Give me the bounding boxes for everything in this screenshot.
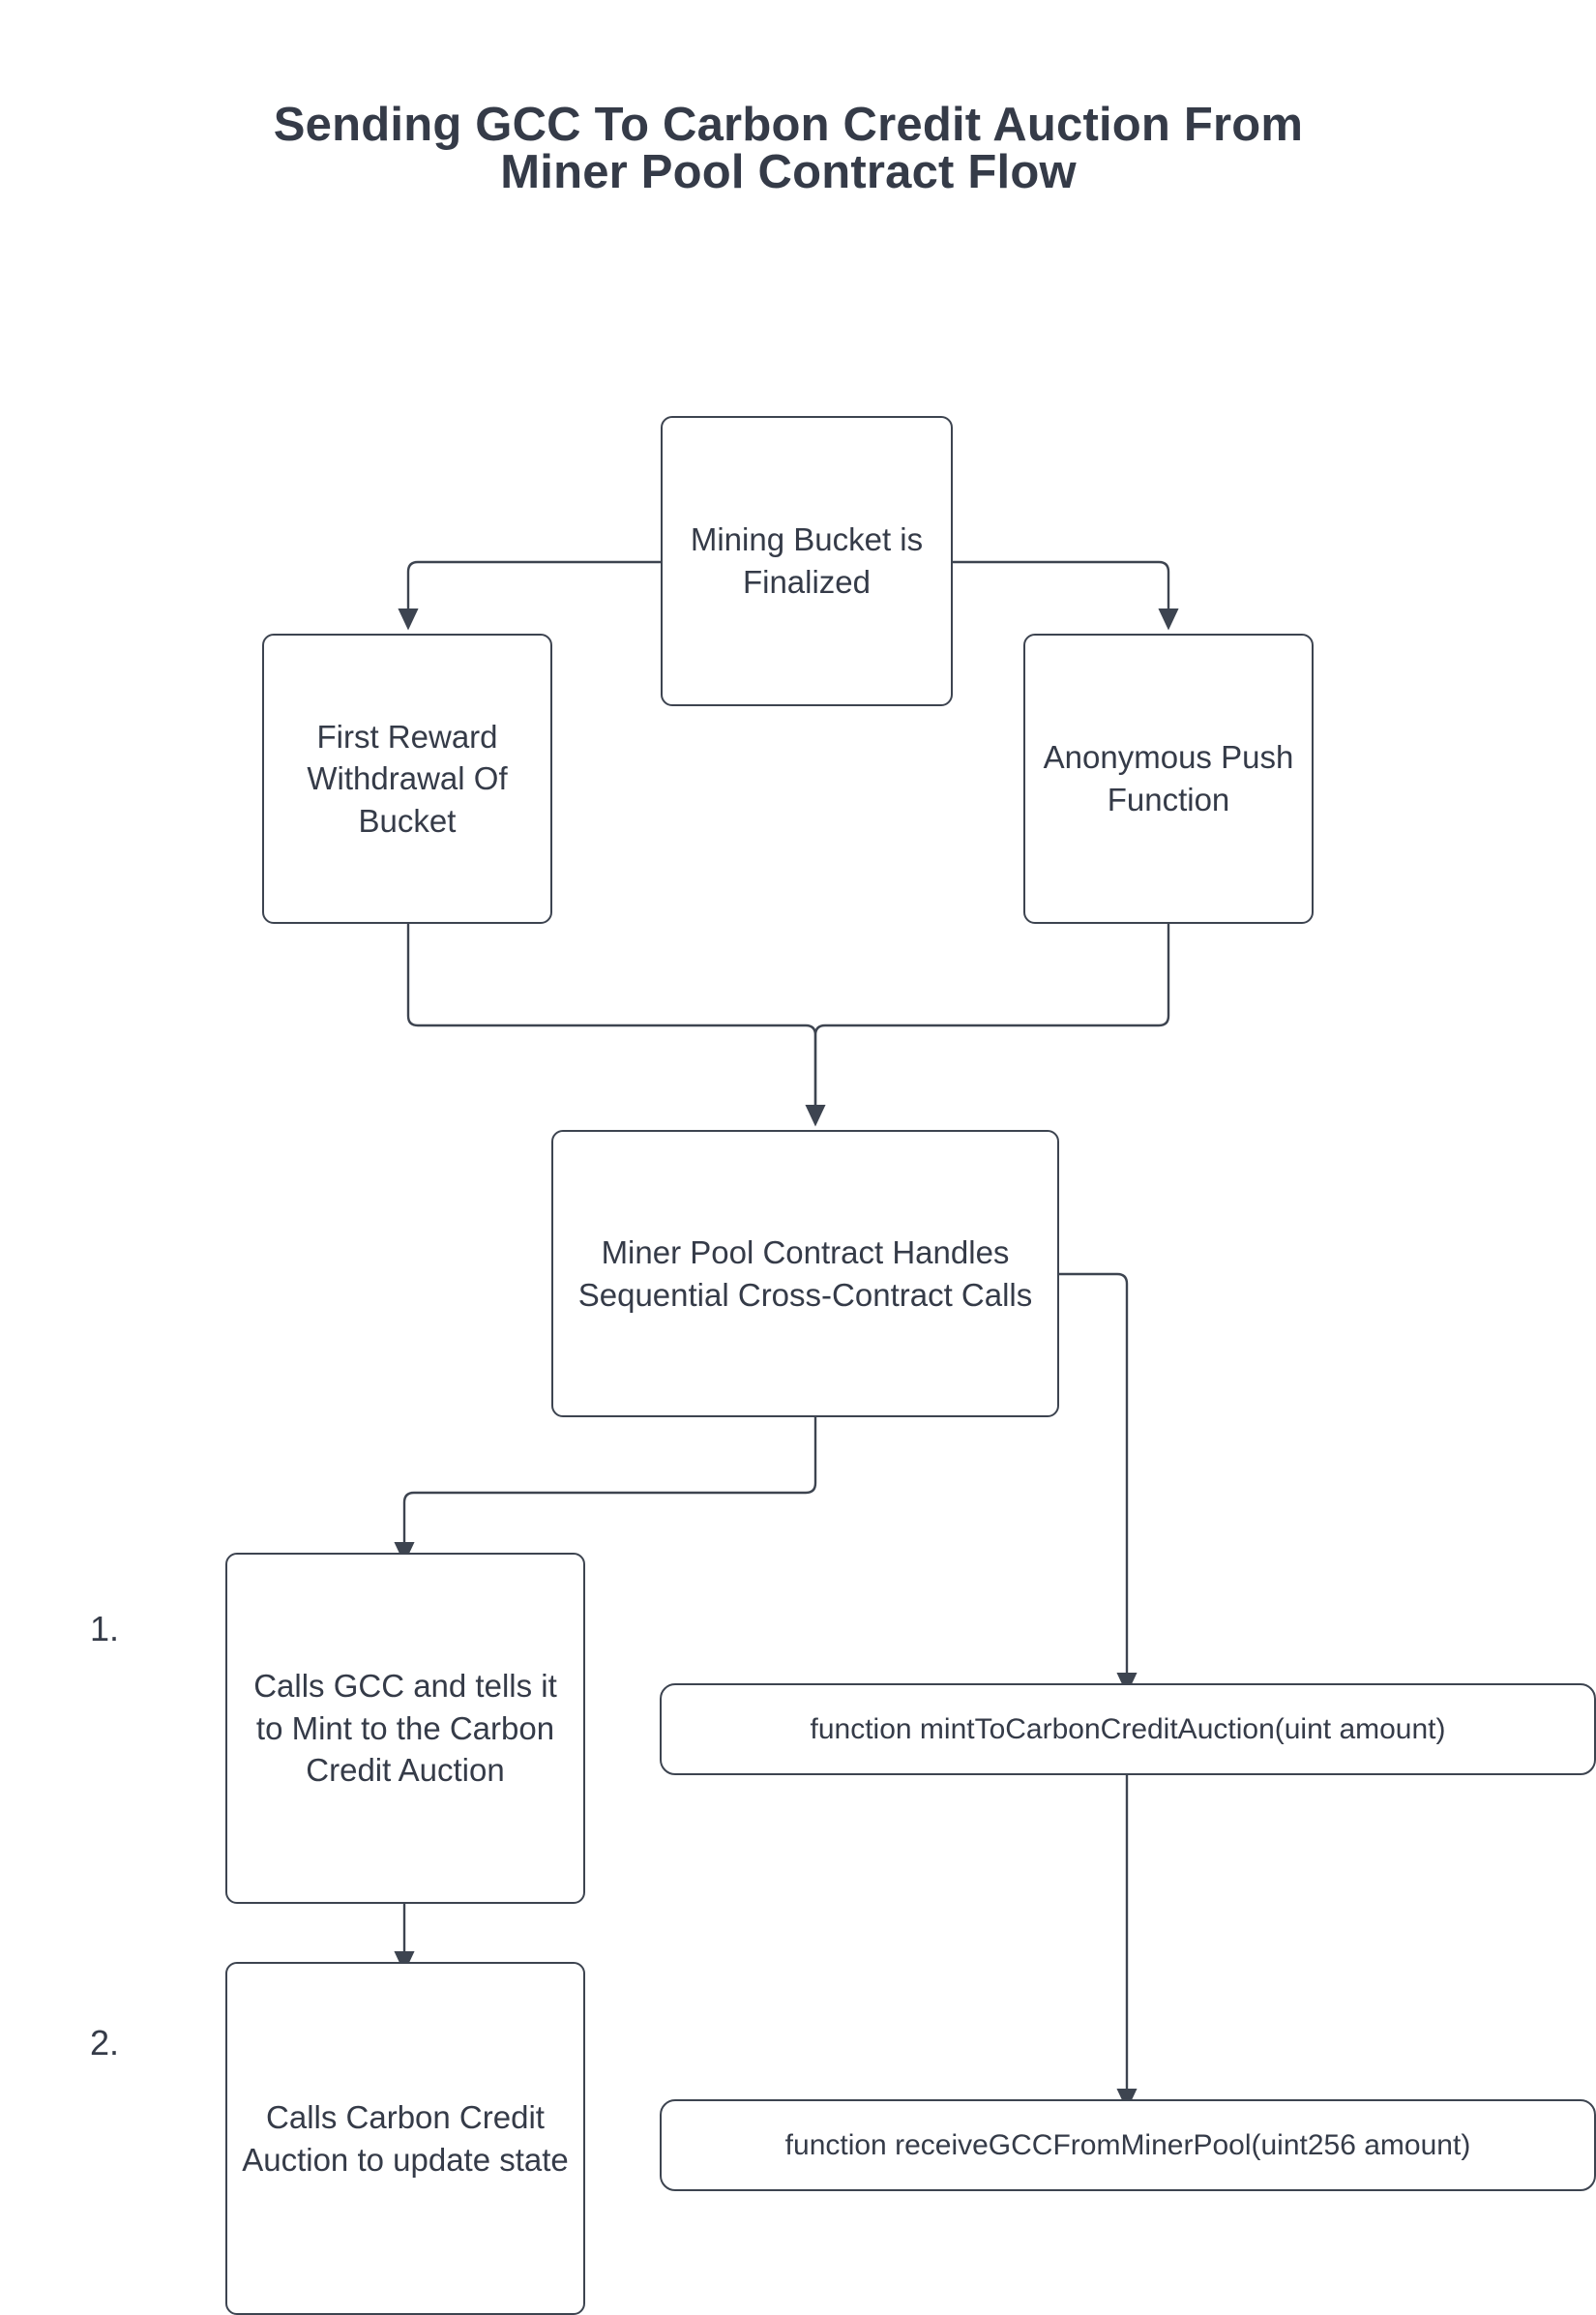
node-calls-gcc-mint-label: Calls GCC and tells it to Mint to the Ca… [253, 1668, 557, 1789]
node-mining-bucket-finalized[interactable]: Mining Bucket is Finalized [661, 416, 953, 706]
edge-first-reward-to-miner-pool [406, 924, 826, 1127]
node-calls-carbon-credit-auction-label: Calls Carbon Credit Auction to update st… [242, 2098, 569, 2178]
node-first-reward-withdrawal[interactable]: First Reward Withdrawal Of Bucket [262, 634, 552, 924]
node-miner-pool-contract[interactable]: Miner Pool Contract Handles Sequential C… [551, 1130, 1059, 1417]
edge-miner-pool-to-calls-gcc [394, 1417, 817, 1564]
node-mining-bucket-finalized-label: Mining Bucket is Finalized [690, 521, 924, 600]
page-title: Sending GCC To Carbon Credit Auction Fro… [273, 99, 1304, 198]
node-anonymous-push-function-label: Anonymous Push Function [1043, 739, 1294, 817]
edge-anonymous-push-to-miner-pool [813, 924, 1170, 1115]
edge-bucket-to-anonymous-push [953, 560, 1179, 631]
node-anonymous-push-function[interactable]: Anonymous Push Function [1023, 634, 1314, 924]
edge-miner-pool-to-mint-function [1059, 1272, 1138, 1695]
step-number-one: 1. [90, 1609, 120, 1648]
edge-bucket-to-first-reward [398, 560, 661, 631]
node-calls-gcc-mint[interactable]: Calls GCC and tells it to Mint to the Ca… [225, 1553, 585, 1904]
step-number-two: 2. [90, 2023, 120, 2063]
node-mint-to-carbon-credit-auction-function[interactable]: function mintToCarbonCreditAuction(uint … [660, 1683, 1596, 1775]
node-first-reward-withdrawal-label: First Reward Withdrawal Of Bucket [307, 718, 508, 839]
node-mint-function-label: function mintToCarbonCreditAuction(uint … [810, 1712, 1446, 1745]
node-miner-pool-contract-label: Miner Pool Contract Handles Sequential C… [577, 1233, 1033, 1313]
node-receive-function-label: function receiveGCCFromMinerPool(uint256… [784, 2128, 1471, 2161]
node-calls-carbon-credit-auction[interactable]: Calls Carbon Credit Auction to update st… [225, 1962, 585, 2315]
node-receive-gcc-from-miner-pool-function[interactable]: function receiveGCCFromMinerPool(uint256… [660, 2099, 1596, 2191]
